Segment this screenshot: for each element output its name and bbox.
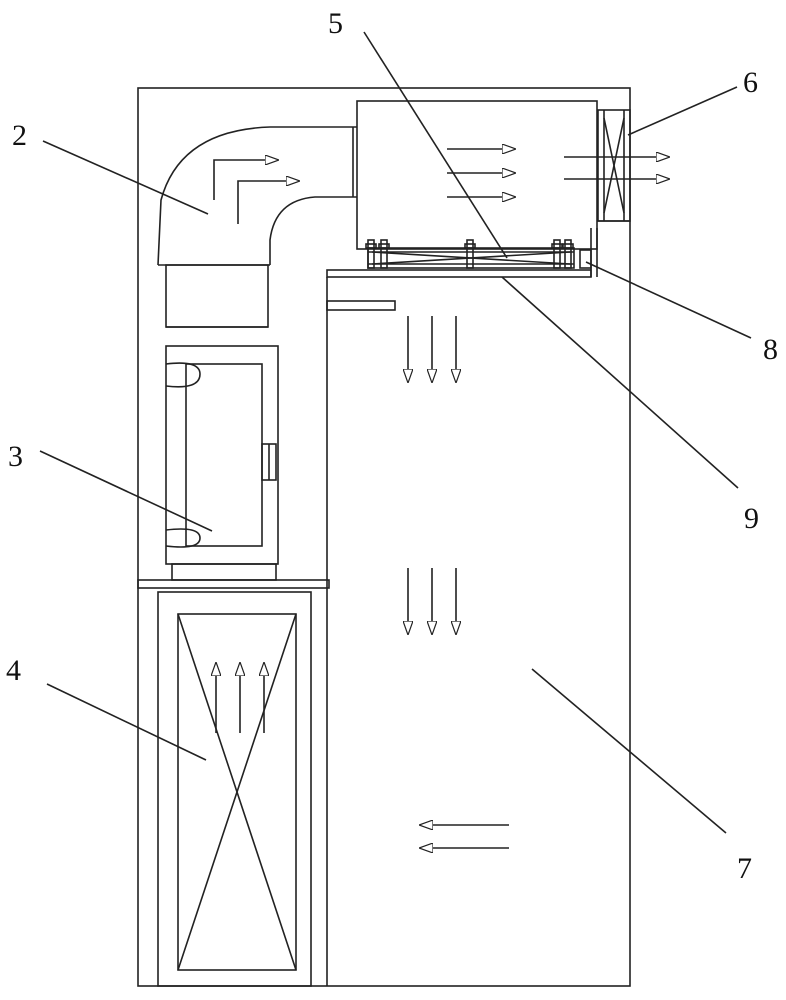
label-3: 3	[8, 440, 23, 473]
fan-assembly-5	[365, 239, 575, 269]
duct-bend-2	[157, 126, 357, 266]
label-7: 7	[737, 852, 752, 885]
label-9: 9	[744, 502, 759, 535]
device-8	[579, 249, 592, 269]
bottom-filter-4	[157, 591, 312, 987]
filter-unit-6	[597, 109, 631, 222]
label-5: 5	[328, 7, 343, 40]
shelf-bracket	[326, 300, 396, 311]
fan-unit-3-base	[171, 563, 277, 581]
duct-neck	[165, 264, 269, 328]
label-2: 2	[12, 119, 27, 152]
cabinet-outline	[137, 87, 631, 987]
divider-plate	[137, 579, 330, 589]
plate-9	[326, 269, 592, 278]
top-module-box	[356, 100, 598, 250]
airflow-arrows	[214, 149, 669, 848]
label-6: 6	[743, 66, 758, 99]
label-4: 4	[6, 654, 21, 687]
label-8: 8	[763, 333, 778, 366]
fan-unit-3	[165, 345, 279, 565]
leader-lines	[39, 31, 752, 834]
